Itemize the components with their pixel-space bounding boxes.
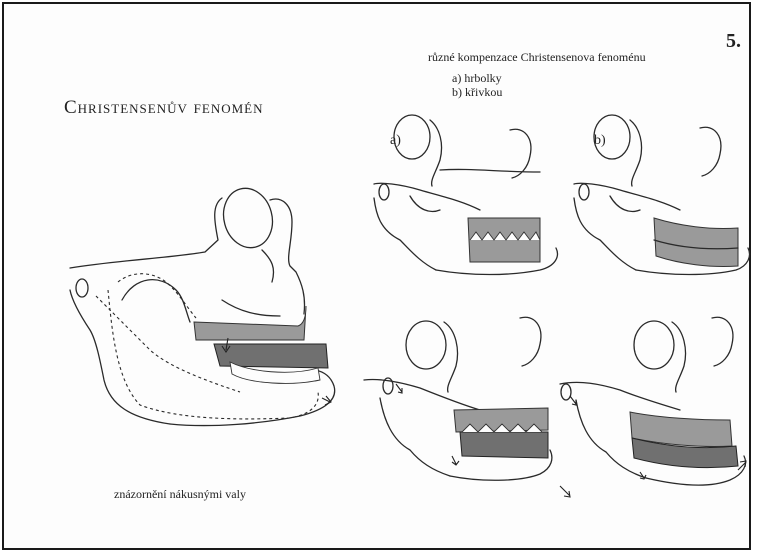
panel-a-bite-drawing	[364, 317, 570, 497]
panel-b-drawing	[574, 115, 750, 275]
panel-b-bite-drawing	[560, 317, 746, 485]
main-skull-drawing	[70, 183, 335, 426]
panel-a-drawing	[374, 115, 557, 275]
